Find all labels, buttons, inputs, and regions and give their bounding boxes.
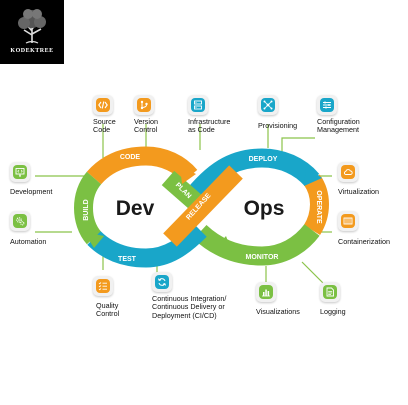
bar-chart-icon [262,289,270,297]
stage-release-band [163,165,243,247]
connector-lines [35,124,332,286]
logo-brand: KODEKTREE [10,48,54,54]
document-icon [326,287,334,297]
monitor-code-icon [15,168,25,177]
tree-icon [18,9,46,44]
ci-cd-label: Continuous Integration/Continuous Delive… [152,294,227,320]
quality-control-card[interactable] [93,276,113,296]
version-control-icon [140,100,148,110]
automation-card[interactable] [10,211,30,231]
development-card[interactable] [10,162,30,182]
development-label: Development [10,187,53,196]
sliders-icon [323,101,331,109]
container-icon [343,217,353,225]
visualizations-card[interactable] [256,282,276,302]
automation-label: Automation [10,237,47,246]
stage-code-label: CODE [120,154,141,161]
network-icon [263,100,273,110]
stage-monitor-label: MONITOR [246,254,279,261]
cloud-icon [343,169,353,175]
cycle-icon [157,278,167,286]
virtualization-card[interactable] [338,162,358,182]
checklist-icon [98,282,107,291]
logging-card[interactable] [320,282,340,302]
infrastructure-as-code-card[interactable] [188,95,208,115]
stage-test-band [87,223,207,268]
stage-monitor-band [193,223,320,266]
server-icon [194,100,202,110]
dev-title: Dev [116,197,155,220]
arrow-head-code [180,166,196,184]
provisioning-label: Provisioning [258,121,298,130]
stage-operate-band [303,174,329,236]
logging-label: Logging [320,307,346,316]
stage-deploy-label: DEPLOY [249,156,278,163]
arrow-head-build [84,232,104,248]
ops-title: Ops [244,197,285,220]
stage-build-band [74,171,102,245]
containerization-card[interactable] [338,211,358,231]
logo: KODEKTREE [0,0,64,64]
visualizations-label: Visualizations [256,307,300,316]
code-icon [98,101,108,109]
virtualization-label: Virtualization [338,187,380,196]
containerization-label: Containerization [338,237,390,246]
source-code-card[interactable] [93,95,113,115]
gears-icon [16,217,25,226]
provisioning-card[interactable] [258,95,278,115]
stage-code-band [86,146,198,185]
arrow-head-deploy [304,166,322,186]
configuration-management-card[interactable] [317,95,337,115]
stage-deploy-band [182,148,320,206]
stage-build-label: BUILD [83,199,90,220]
version-control-card[interactable] [134,95,154,115]
ci-cd-card[interactable] [152,272,172,292]
stage-operate-label: OPERATE [315,190,322,224]
stage-test-label: TEST [118,256,137,263]
arrow-head-monitor [214,236,232,252]
